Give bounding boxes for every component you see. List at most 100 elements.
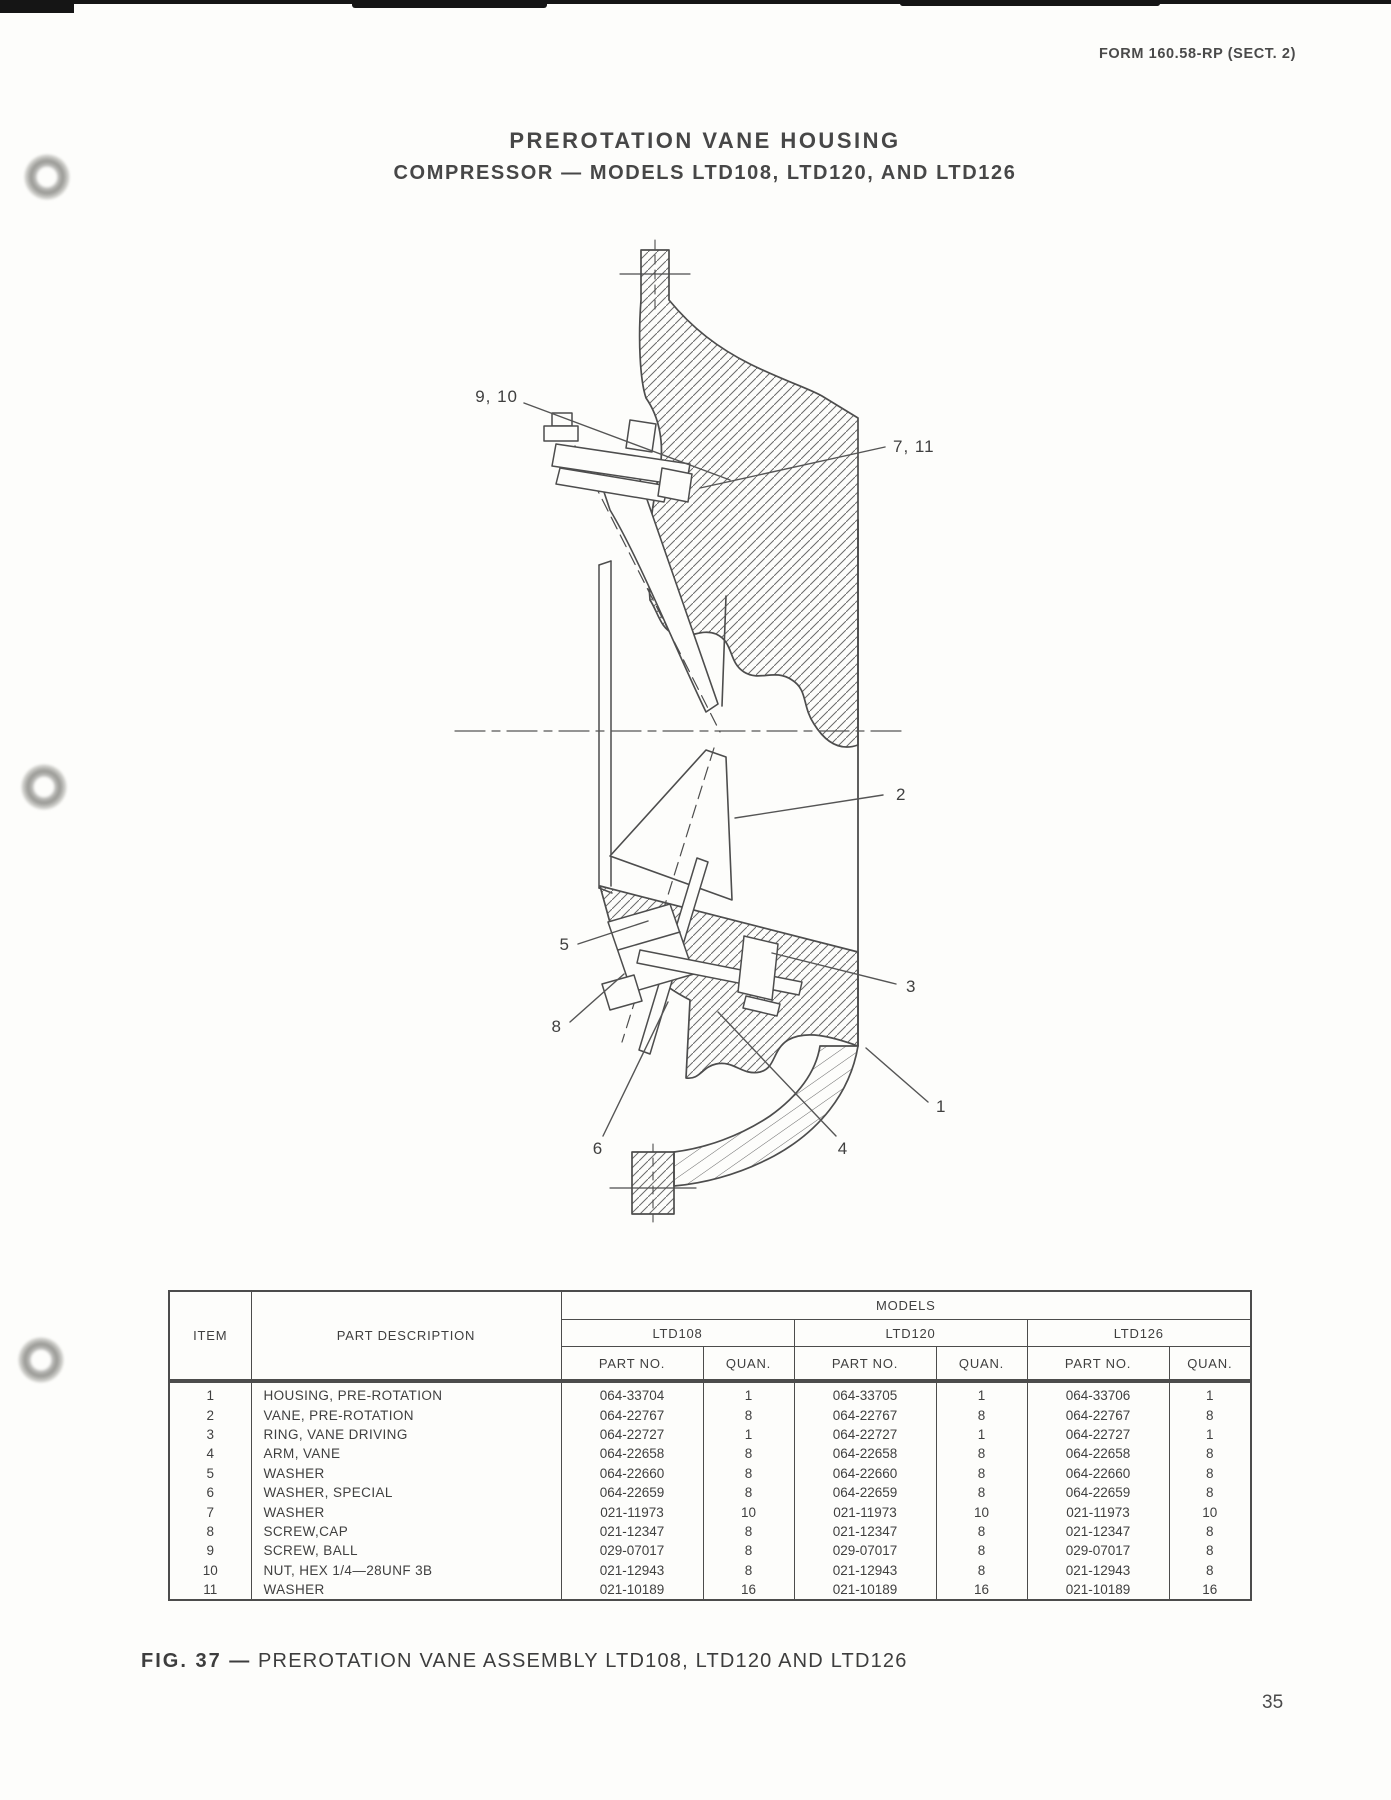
col-header-part-no: PART NO. [1026,1346,1169,1383]
vane-lower-mechanism [601,857,803,1055]
col-header-part-no: PART NO. [560,1346,703,1383]
quan-cell: 16 [702,1579,794,1601]
quan-cell: 8 [1168,1405,1252,1425]
part-no-cell: 064-22659 [793,1482,936,1503]
quan-cell: 10 [935,1502,1027,1522]
col-header-ltd108: LTD108 [560,1319,794,1347]
quan-cell: 8 [935,1541,1027,1561]
quan-cell: 8 [935,1405,1027,1425]
callout-7-11: 7, 11 [893,437,935,456]
description-cell: WASHER [250,1463,561,1483]
col-header-ltd120: LTD120 [793,1319,1027,1347]
figure-caption-text: PREROTATION VANE ASSEMBLY LTD108, LTD120… [258,1650,908,1672]
quan-cell: 8 [702,1463,794,1483]
parts-table: ITEM PART DESCRIPTION MODELS LTD108 LTD1… [168,1290,1253,1602]
leader-3 [771,952,897,985]
col-header-quan: QUAN. [702,1346,794,1383]
quan-cell: 8 [702,1482,794,1503]
part-no-cell: 064-33705 [793,1381,936,1406]
part-no-cell: 064-22727 [1026,1424,1169,1445]
housing-bottom-leg [609,1045,859,1223]
table-row: 4 ARM, VANE 064-22658 8 064-22658 8 064-… [168,1444,1252,1464]
leader-6 [602,1001,669,1137]
punch-hole [18,1337,64,1383]
table-row: 2 VANE, PRE-ROTATION 064-22767 8 064-227… [168,1405,1252,1425]
quan-cell: 8 [935,1463,1027,1483]
quan-cell: 10 [1168,1502,1252,1522]
part-no-cell: 021-10189 [1026,1579,1169,1601]
callout-labels: 9, 10 7, 11 2 5 3 8 1 6 4 [475,387,945,1158]
punch-hole [24,154,70,200]
quan-cell: 8 [702,1444,794,1464]
part-no-cell: 021-12943 [793,1560,936,1580]
item-cell: 4 [168,1444,251,1464]
description-cell: NUT, HEX 1/4—28UNF 3B [250,1560,561,1580]
leader-1 [865,1047,929,1103]
punch-hole [21,764,67,810]
callout-2: 2 [896,785,906,804]
col-header-quan: QUAN. [1168,1346,1252,1383]
part-no-cell: 064-22727 [560,1424,703,1445]
quan-cell: 8 [702,1541,794,1561]
leader-2 [734,794,884,819]
table-row: 6 WASHER, SPECIAL 064-22659 8 064-22659 … [168,1482,1252,1503]
table-row: 10 NUT, HEX 1/4—28UNF 3B 021-12943 8 021… [168,1560,1252,1580]
part-no-cell: 021-10189 [560,1579,703,1601]
col-header-models: MODELS [560,1291,1252,1320]
quan-cell: 1 [702,1381,794,1406]
part-no-cell: 064-22767 [793,1405,936,1425]
part-no-cell: 029-07017 [560,1541,703,1561]
description-cell: WASHER, SPECIAL [250,1482,561,1503]
figure-caption: FIG. 37 — PREROTATION VANE ASSEMBLY LTD1… [141,1650,908,1673]
quan-cell: 1 [935,1424,1027,1445]
figure-caption-number: FIG. 37 — [141,1650,252,1672]
leader-9-10 [523,402,731,481]
item-cell: 5 [168,1463,251,1483]
leader-4 [717,1011,837,1137]
part-no-cell: 064-22658 [1026,1444,1169,1464]
description-cell: SCREW,CAP [250,1521,561,1542]
part-no-cell: 064-33706 [1026,1381,1169,1406]
part-no-cell: 064-33704 [560,1381,703,1406]
scan-artifact [0,0,74,13]
table-row: 7 WASHER 021-11973 10 021-11973 10 021-1… [168,1502,1252,1522]
quan-cell: 1 [1168,1424,1252,1445]
col-header-quan: QUAN. [935,1346,1027,1383]
quan-cell: 10 [702,1502,794,1522]
callout-3: 3 [906,977,916,996]
description-cell: WASHER [250,1502,561,1522]
table-row: 8 SCREW,CAP 021-12347 8 021-12347 8 021-… [168,1521,1252,1542]
callout-6: 6 [593,1139,603,1158]
description-cell: RING, VANE DRIVING [250,1424,561,1445]
item-cell: 3 [168,1424,251,1445]
table-row: 5 WASHER 064-22660 8 064-22660 8 064-226… [168,1463,1252,1483]
part-no-cell: 021-12943 [560,1560,703,1580]
leader-8 [569,973,625,1023]
part-no-cell: 064-22658 [560,1444,703,1464]
part-no-cell: 064-22659 [560,1482,703,1503]
vane-upper [565,427,727,733]
item-cell: 2 [168,1405,251,1425]
item-cell: 11 [168,1579,251,1601]
part-no-cell: 029-07017 [793,1541,936,1561]
quan-cell: 8 [702,1521,794,1542]
callout-9-10: 9, 10 [475,387,518,406]
quan-cell: 8 [1168,1521,1252,1542]
table-row: 11 WASHER 021-10189 16 021-10189 16 021-… [168,1579,1252,1601]
callout-8: 8 [552,1017,562,1036]
quan-cell: 1 [1168,1381,1252,1406]
page-title: PREROTATION VANE HOUSING COMPRESSOR — MO… [355,128,1055,185]
quan-cell: 1 [935,1381,1027,1406]
leader-5 [577,920,649,945]
callout-leaders [523,402,929,1137]
page-title-line1: PREROTATION VANE HOUSING [509,128,901,153]
form-number: FORM 160.58-RP (SECT. 2) [1098,46,1296,62]
quan-cell: 8 [702,1560,794,1580]
part-no-cell: 064-22659 [1026,1482,1169,1503]
description-cell: HOUSING, PRE-ROTATION [250,1381,561,1406]
housing-left-wall [598,560,613,894]
description-cell: ARM, VANE [250,1444,561,1464]
quan-cell: 8 [935,1521,1027,1542]
quan-cell: 8 [702,1405,794,1425]
